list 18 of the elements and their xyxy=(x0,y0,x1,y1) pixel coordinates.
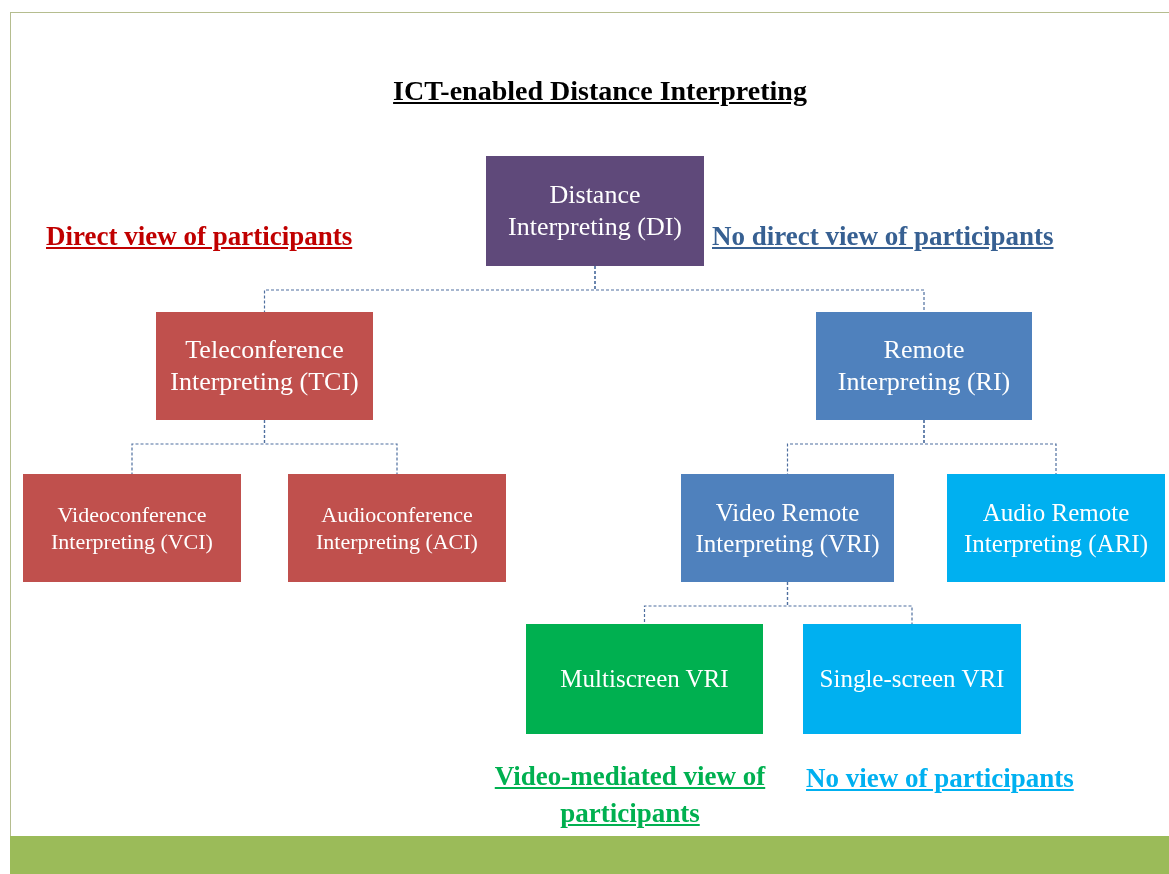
category-box: Remote Interpreting (RI) xyxy=(816,312,1032,420)
connector-line xyxy=(263,419,398,475)
category-note: No view of participants xyxy=(806,762,1075,795)
category-box: Teleconference Interpreting (TCI) xyxy=(156,312,373,420)
category-box: Audioconference Interpreting (ACI) xyxy=(288,474,506,582)
category-box: Audio Remote Interpreting (ARI) xyxy=(947,474,1165,582)
category-box: Video Remote Interpreting (VRI) xyxy=(681,474,894,582)
connector-line xyxy=(594,265,925,313)
connector-line xyxy=(786,581,913,625)
category-note: No direct view of participants xyxy=(712,220,1055,253)
connector-line xyxy=(923,419,1057,475)
category-note: Video-mediated view of participants xyxy=(493,760,767,831)
category-box: Single-screen VRI xyxy=(803,624,1021,734)
category-box: Distance Interpreting (DI) xyxy=(486,156,704,266)
title: ICT-enabled Distance Interpreting xyxy=(392,74,808,108)
category-box: Multiscreen VRI xyxy=(526,624,763,734)
category-box: Videoconference Interpreting (VCI) xyxy=(23,474,241,582)
category-note: Direct view of participants xyxy=(46,220,354,253)
